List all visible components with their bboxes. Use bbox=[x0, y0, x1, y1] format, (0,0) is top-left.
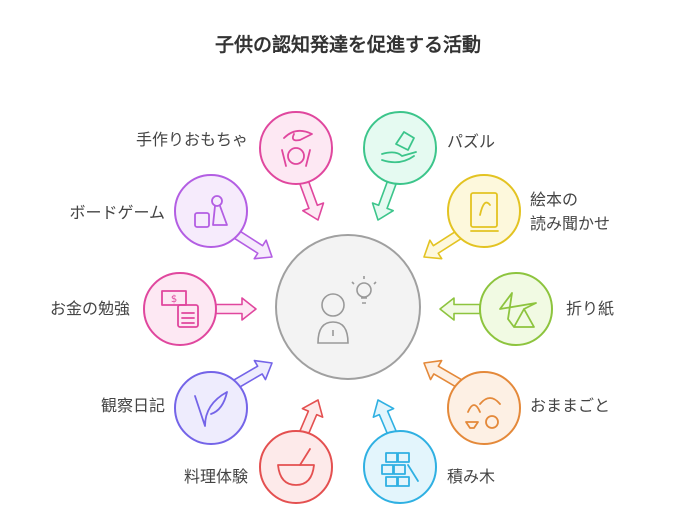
picture-book-arrow bbox=[423, 229, 464, 260]
origami-arrow bbox=[439, 297, 481, 321]
svg-text:$: $ bbox=[171, 294, 177, 305]
observation-diary-node bbox=[174, 371, 248, 445]
observation-diary-arrow bbox=[232, 359, 273, 389]
puzzle-arrow bbox=[371, 179, 398, 221]
building-blocks-arrow bbox=[372, 399, 397, 436]
puzzle-hand-icon bbox=[381, 131, 417, 164]
paper-crane-icon bbox=[499, 292, 537, 328]
diagram-title: 子供の認知発達を促進する活動 bbox=[214, 34, 481, 56]
child-idea-icon bbox=[317, 276, 377, 344]
leaf-icon bbox=[194, 391, 228, 427]
food-play-icon bbox=[465, 397, 501, 429]
cooking-arrow bbox=[299, 399, 324, 436]
board-game-arrow bbox=[232, 229, 273, 260]
money-study-label: お金の勉強 bbox=[49, 299, 130, 318]
origami-node bbox=[479, 272, 553, 346]
building-blocks-label: 積み木 bbox=[447, 467, 496, 486]
board-game-label: ボードゲーム bbox=[69, 203, 165, 222]
picture-book-label: 絵本の読み聞かせ bbox=[530, 190, 611, 233]
building-blocks-node bbox=[363, 430, 437, 504]
handmade-toys-label: 手作りおもちゃ bbox=[135, 130, 248, 149]
dice-pawn-icon bbox=[194, 195, 228, 228]
hand-child-icon bbox=[281, 129, 313, 167]
picture-book-node bbox=[447, 174, 521, 248]
handmade-toys-node bbox=[259, 111, 333, 185]
puzzle-node bbox=[363, 111, 437, 185]
mixing-bowl-icon bbox=[277, 448, 315, 486]
pretend-play-node bbox=[447, 371, 521, 445]
blocks-icon bbox=[381, 452, 419, 487]
money-study-arrow bbox=[213, 297, 257, 321]
cooking-node bbox=[259, 430, 333, 504]
puzzle-label: パズル bbox=[447, 132, 496, 151]
pretend-play-arrow bbox=[423, 359, 464, 389]
money-study-node: $ bbox=[143, 272, 217, 346]
origami-label: 折り紙 bbox=[566, 299, 615, 318]
observation-diary-label: 観察日記 bbox=[100, 396, 165, 415]
board-game-node bbox=[174, 174, 248, 248]
handmade-toys-arrow bbox=[298, 179, 325, 221]
money-calculator-icon: $ bbox=[161, 290, 199, 328]
pretend-play-label: おままごと bbox=[530, 396, 611, 415]
book-icon bbox=[470, 192, 499, 232]
cooking-label: 料理体験 bbox=[183, 467, 248, 486]
center-circle bbox=[275, 234, 421, 380]
